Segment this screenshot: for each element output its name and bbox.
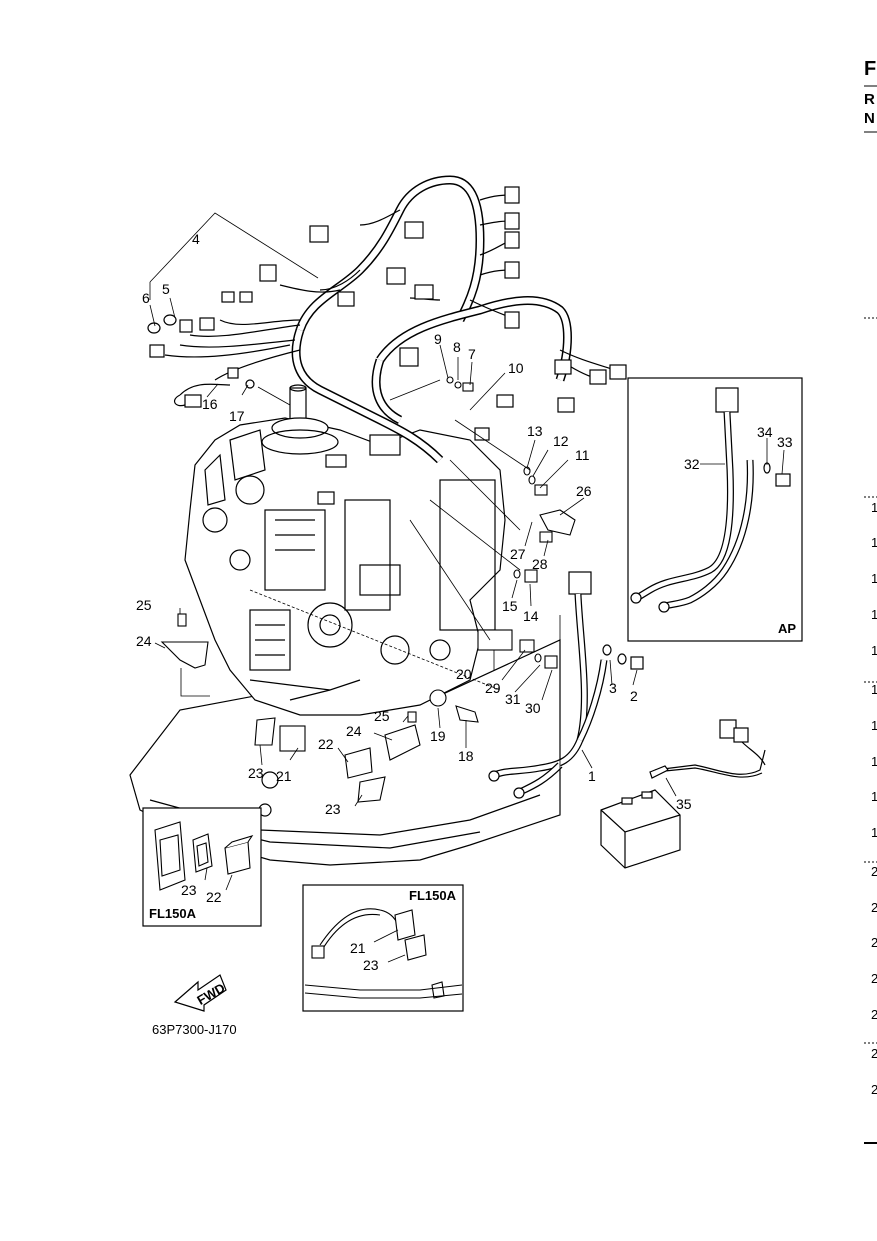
callout-15: 15 xyxy=(502,598,518,614)
edge-letter-r: R xyxy=(864,91,875,108)
callout-14: 14 xyxy=(523,608,539,624)
right-edge-table xyxy=(864,85,877,1144)
callout-24: 24 xyxy=(136,633,152,649)
callout-5: 5 xyxy=(162,281,170,297)
callout-13: 13 xyxy=(527,423,543,439)
inset-fl150a-left-label: FL150A xyxy=(149,906,197,921)
edge-digit: 1 xyxy=(871,825,877,840)
callout-28: 28 xyxy=(532,556,548,572)
callout-20: 20 xyxy=(456,666,472,682)
callout-16: 16 xyxy=(202,396,218,412)
edge-digit: 1 xyxy=(871,718,877,733)
inset-fl150a-bottom: FL150A xyxy=(302,884,464,1012)
callout-27: 27 xyxy=(510,546,526,562)
edge-digit: 1 xyxy=(871,500,877,515)
callout-18: 18 xyxy=(458,748,474,764)
edge-digit: 1 xyxy=(871,535,877,550)
edge-digit: 1 xyxy=(871,754,877,769)
forward-arrow-icon: FWD xyxy=(173,974,227,1012)
inset-left-callout-22: 22 xyxy=(206,889,222,905)
edge-digit: 2 xyxy=(871,971,877,986)
inset-fl150a-left: FL150A xyxy=(142,807,262,927)
wire-harness xyxy=(147,175,627,505)
catalog-number: 63P7300-J170 xyxy=(152,1022,237,1037)
callout-35: 35 xyxy=(676,796,692,812)
inset-ap: AP xyxy=(627,377,803,642)
inset-bottom-callout-23: 23 xyxy=(363,957,379,973)
edge-digit: 2 xyxy=(871,1082,877,1097)
callout-30: 30 xyxy=(525,700,541,716)
callout-25b: 25 xyxy=(374,708,390,724)
edge-digit: 1 xyxy=(871,682,877,697)
callout-25: 25 xyxy=(136,597,152,613)
edge-digit: 1 xyxy=(871,643,877,658)
callout-7: 7 xyxy=(468,346,476,362)
callout-8: 8 xyxy=(453,339,461,355)
battery xyxy=(600,719,766,869)
callout-2: 2 xyxy=(630,688,638,704)
edge-digit: 2 xyxy=(871,935,877,950)
leader-lines xyxy=(149,212,785,963)
edge-digit: 2 xyxy=(871,864,877,879)
inset-left-callout-23: 23 xyxy=(181,882,197,898)
inset-ap-label: AP xyxy=(778,621,796,636)
edge-digit: 2 xyxy=(871,1046,877,1061)
edge-letter-n: N xyxy=(864,110,875,127)
callout-23b: 23 xyxy=(325,801,341,817)
callout-33: 33 xyxy=(777,434,793,450)
callout-29: 29 xyxy=(485,680,501,696)
callout-3: 3 xyxy=(609,680,617,696)
callout-32: 32 xyxy=(684,456,700,472)
callout-34: 34 xyxy=(757,424,773,440)
callout-10: 10 xyxy=(508,360,524,376)
edge-digit: 1 xyxy=(871,571,877,586)
edge-digit: 2 xyxy=(871,900,877,915)
callout-11: 11 xyxy=(575,447,590,463)
callout-labels: 1 2 3 4 5 6 7 8 9 10 11 12 13 14 15 16 1… xyxy=(136,231,793,973)
edge-digit: 1 xyxy=(871,789,877,804)
inset-fl150a-bottom-label: FL150A xyxy=(409,888,457,903)
callout-4: 4 xyxy=(192,231,200,247)
edge-letter-f: F xyxy=(864,58,877,80)
callout-9: 9 xyxy=(434,331,442,347)
callout-17: 17 xyxy=(229,408,245,424)
callout-22: 22 xyxy=(318,736,334,752)
edge-digit: 1 xyxy=(871,607,877,622)
callout-26: 26 xyxy=(576,483,592,499)
callout-19: 19 xyxy=(430,728,446,744)
hardware-items xyxy=(160,376,576,803)
callout-12: 12 xyxy=(553,433,569,449)
callout-31: 31 xyxy=(505,691,521,707)
inset-bottom-callout-21: 21 xyxy=(350,940,366,956)
battery-cable xyxy=(488,571,644,799)
callout-21: 21 xyxy=(276,768,292,784)
callout-6: 6 xyxy=(142,290,150,306)
edge-digit: 2 xyxy=(871,1007,877,1022)
callout-23: 23 xyxy=(248,765,264,781)
callout-24b: 24 xyxy=(346,723,362,739)
callout-1: 1 xyxy=(588,768,596,784)
